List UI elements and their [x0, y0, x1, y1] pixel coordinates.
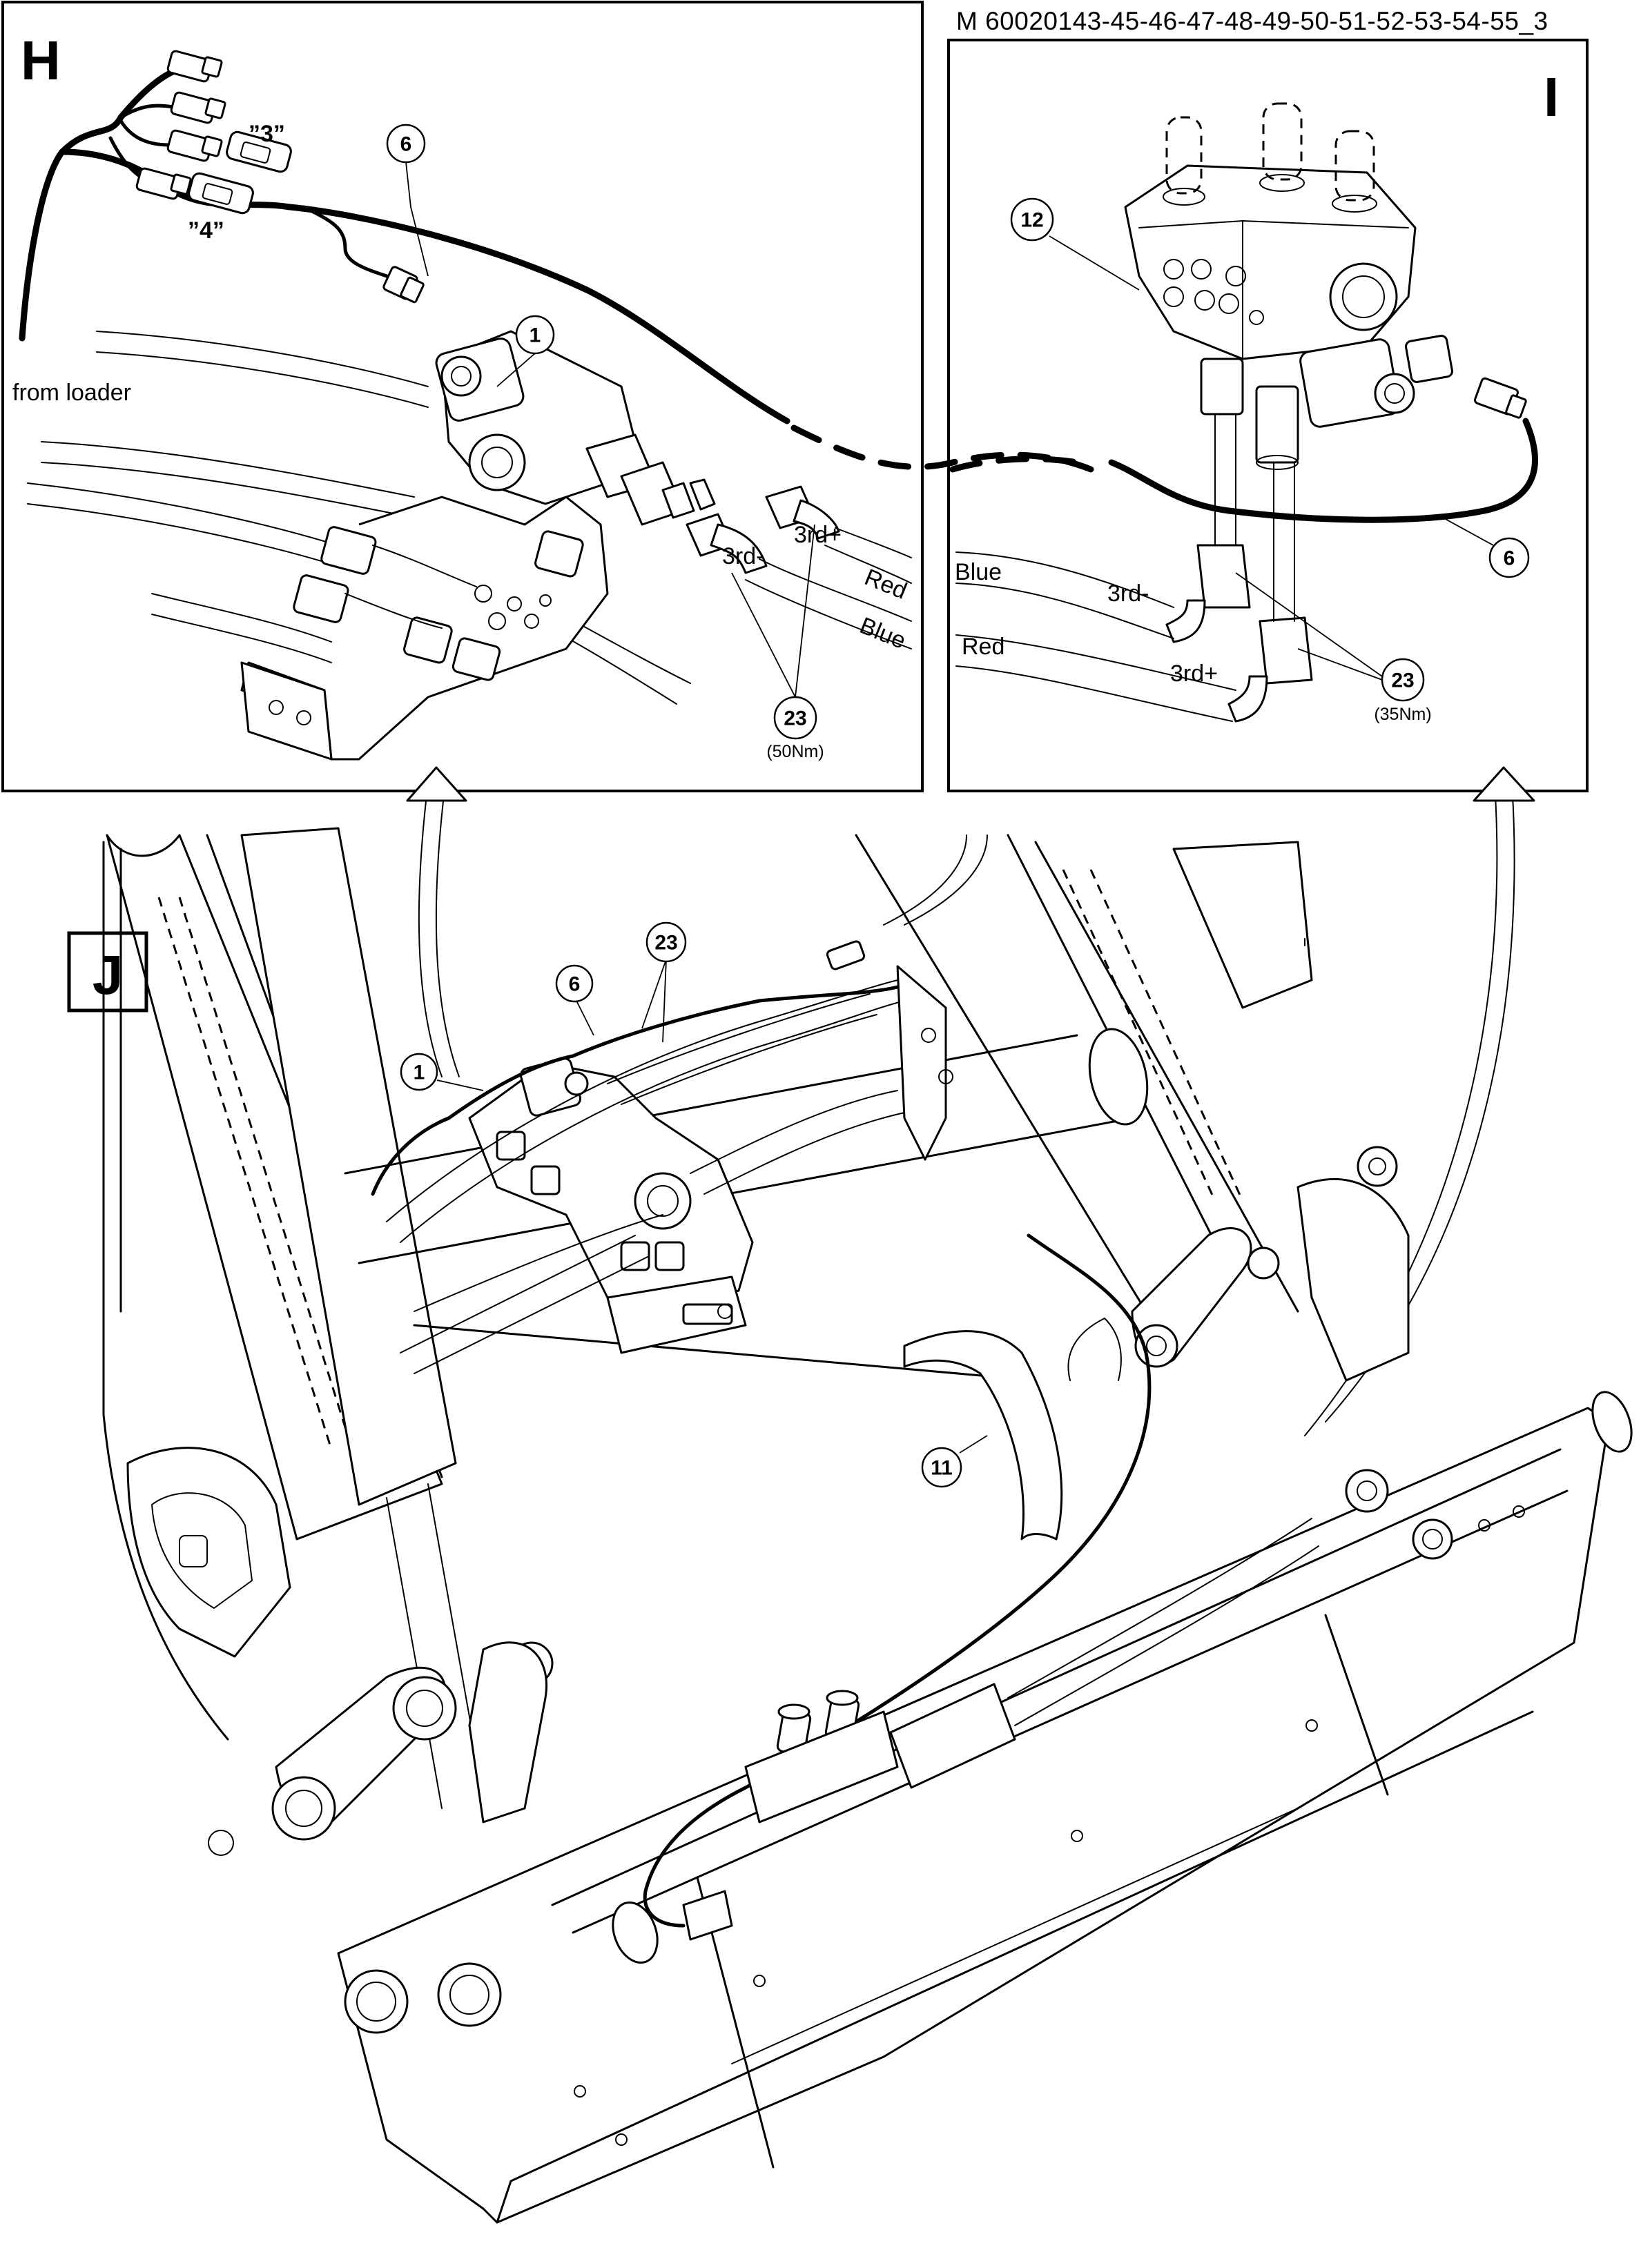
- j-valve-assembly: [468, 1057, 754, 1354]
- cartridge-3: [1334, 130, 1375, 202]
- i-red-label: Red: [962, 634, 1004, 660]
- right-loader-arm: [855, 834, 1313, 1313]
- hose-fittings-front: [293, 526, 584, 681]
- plug-4: [188, 172, 254, 215]
- j-wiring-6: [371, 985, 1152, 1928]
- hose-clamp-bracket: [896, 965, 947, 1161]
- arrow-to-h: [418, 783, 443, 1077]
- callout-j-1: 1: [400, 1053, 484, 1091]
- plug-4-label: ”4”: [188, 217, 224, 244]
- i-blue-label: Blue: [955, 559, 1002, 585]
- overall-view-j: J: [67, 827, 1633, 2224]
- svg-text:12: 12: [1020, 209, 1043, 232]
- i-coupling-3rd-plus: [955, 462, 1313, 723]
- port-b-stub: [1255, 385, 1299, 464]
- plug-connector-a: [166, 50, 223, 83]
- coupling-3rd-plus: [765, 485, 912, 584]
- callout-j-23: 23: [641, 921, 687, 1043]
- view-h-letter: H: [21, 30, 61, 91]
- solenoid-nut: [440, 355, 482, 397]
- view-j-box: [67, 931, 148, 1013]
- right-linkage: [1131, 1146, 1410, 1513]
- right-frame-boss: [1412, 1518, 1453, 1560]
- tool-carrier-frame: [337, 1391, 1633, 2224]
- callout-j-6: 6: [555, 964, 594, 1036]
- j-hose-bundle-23: [386, 834, 988, 1374]
- plug-connector-d: [135, 167, 192, 200]
- coupling-3rd-minus: [686, 513, 912, 649]
- h-3rd-plus-label: 3rd+: [794, 522, 842, 548]
- wear-plate-11: [903, 1330, 1063, 1541]
- callout-i-12: 12: [1010, 197, 1140, 291]
- view-h-frame: [1, 1, 924, 792]
- solenoid-socket: [1405, 335, 1453, 383]
- detail-view-i: I: [947, 39, 1589, 792]
- cartridge-2: [1262, 102, 1303, 181]
- view-i-letter: I: [1544, 66, 1559, 128]
- callout-i-23-torque: (35Nm): [1374, 705, 1431, 724]
- callout-h-1: 1: [496, 315, 555, 387]
- plug-connector-c: [166, 129, 223, 162]
- harness-valve-branch: [302, 205, 389, 278]
- left-linkage: [208, 1641, 554, 1856]
- h-red-label: Red: [861, 564, 911, 605]
- plug-3: [226, 130, 292, 173]
- quick-couplers: [682, 1518, 1319, 1941]
- svg-text:23: 23: [1391, 669, 1414, 692]
- valve-port-boss: [468, 433, 526, 491]
- document-reference: M 60020143-45-46-47-48-49-50-51-52-53-54…: [956, 7, 1548, 35]
- harness-trunk: [19, 66, 183, 342]
- callout-h-23-torque: (50Nm): [766, 742, 824, 761]
- harness-branch-2: [119, 119, 171, 147]
- valve-side-port: [1329, 262, 1398, 331]
- bracket-foot: [240, 661, 333, 761]
- left-arm-cover: [126, 1447, 291, 1658]
- svg-text:23: 23: [784, 707, 806, 730]
- callout-h-6: 6: [386, 124, 429, 277]
- harness-branch-1: [119, 104, 175, 119]
- callout-h-23: 23 (50Nm): [731, 524, 824, 761]
- control-valve-12: [1124, 102, 1417, 470]
- valve-solenoid: [1299, 335, 1527, 428]
- i-3rd-minus-label: 3rd-: [1107, 580, 1149, 607]
- plug-connector-b: [170, 91, 226, 124]
- i-3rd-plus-label: 3rd+: [1170, 661, 1218, 687]
- port-a-stub: [1200, 358, 1244, 416]
- detail-view-h: H: [1, 1, 1094, 792]
- svg-text:11: 11: [931, 1457, 953, 1480]
- arrow-to-h-inner: [435, 783, 460, 1077]
- view-j-letter: J: [93, 944, 124, 1006]
- arrow-head-h: [406, 766, 467, 802]
- plug-connectors: [135, 50, 292, 215]
- i-cable-dashed: [949, 456, 1080, 473]
- svg-text:6: 6: [569, 973, 581, 996]
- svg-text:1: 1: [414, 1062, 425, 1084]
- left-lift-cylinder: [240, 827, 484, 1809]
- i-cable-6: [1108, 418, 1538, 523]
- i-coupling-3rd-minus: [955, 413, 1251, 643]
- harness-continuation-dashed: [790, 424, 1094, 473]
- callout-i-23: 23 (35Nm): [1235, 572, 1432, 724]
- view-i-frame: [947, 39, 1589, 792]
- callout-j-11: 11: [921, 1435, 988, 1488]
- left-pivot-inner: [437, 1962, 502, 2027]
- left-pivot-outer: [344, 1969, 409, 2034]
- svg-text:1: 1: [530, 324, 541, 347]
- svg-text:6: 6: [1504, 547, 1515, 570]
- h-3rd-minus-label: 3rd-: [722, 543, 764, 569]
- harness-connector-tip: [400, 276, 425, 304]
- arrow-head-i: [1473, 766, 1535, 802]
- svg-text:23: 23: [654, 932, 677, 955]
- svg-text:6: 6: [400, 133, 412, 156]
- h-blue-label: Blue: [856, 612, 909, 654]
- hose-sleeve: [889, 1683, 1016, 1789]
- diverter-valve-1: [435, 330, 716, 526]
- cross-tube: [344, 1028, 1149, 1382]
- plug-3-label: ”3”: [249, 121, 285, 147]
- right-lift-cylinder: [1172, 841, 1313, 1009]
- cartridge-1: [1165, 116, 1203, 195]
- callout-i-6: 6: [1442, 517, 1530, 578]
- from-loader-label: from loader: [12, 380, 131, 406]
